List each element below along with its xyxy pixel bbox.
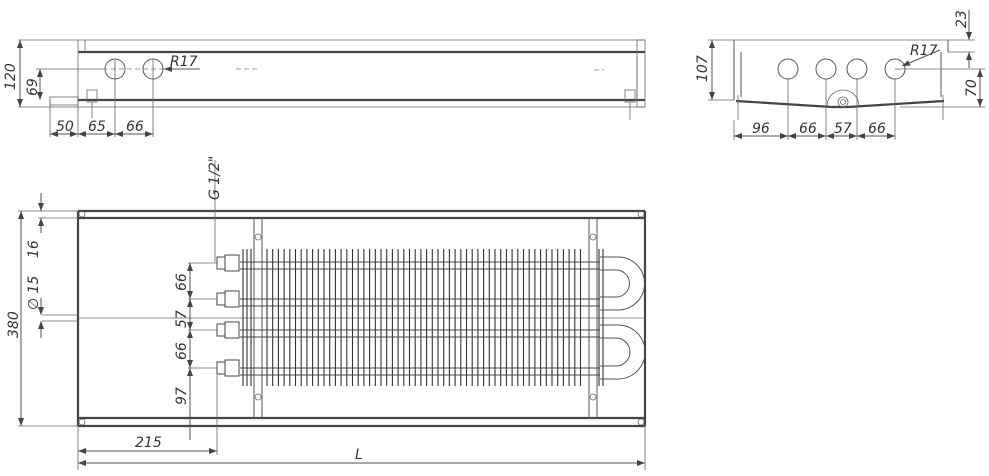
- dim-65: 65: [88, 119, 106, 135]
- dim-57: 57: [834, 121, 852, 137]
- heat-exchanger-fins: [242, 249, 604, 386]
- dim-66-a: 66: [799, 121, 817, 137]
- plan-view: G 1/2" 16 ∅ 15 380 66 57 66 97 215 L: [6, 156, 647, 470]
- dim-50: 50: [56, 119, 74, 135]
- end-view: 23 107 70 R17 96 66 57 66: [695, 10, 985, 140]
- dim-107: 107: [695, 55, 711, 82]
- dim-66-plan-b: 66: [174, 342, 190, 360]
- dim-69: 69: [25, 78, 41, 96]
- dim-r17-side: R17: [170, 54, 198, 70]
- dim-23: 23: [954, 10, 970, 28]
- dim-215: 215: [135, 435, 162, 451]
- dim-70: 70: [964, 79, 980, 97]
- dim-r17-end: R17: [910, 43, 938, 59]
- dim-97: 97: [174, 387, 190, 405]
- dim-16: 16: [26, 240, 42, 258]
- dim-dia15: ∅ 15: [26, 275, 42, 310]
- fittings: [216, 254, 240, 377]
- dim-66: 66: [126, 119, 144, 135]
- dim-66-b: 66: [868, 121, 886, 137]
- dim-length-l: L: [355, 447, 363, 463]
- dim-57-plan: 57: [174, 310, 190, 328]
- dim-66-plan-a: 66: [174, 273, 190, 291]
- dim-120: 120: [3, 63, 19, 90]
- dim-thread: G 1/2": [207, 156, 223, 200]
- dim-380: 380: [6, 311, 22, 338]
- side-view: 120 69 50 65 66 R17: [3, 39, 646, 137]
- dim-96: 96: [752, 121, 770, 137]
